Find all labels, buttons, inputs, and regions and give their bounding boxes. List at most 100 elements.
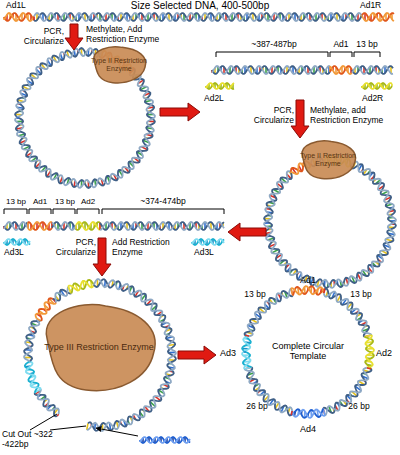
linear-dna (212, 66, 393, 74)
adapter-label: Ad3 (220, 348, 242, 358)
base-pair (324, 289, 325, 294)
step-arrow (228, 223, 266, 241)
helix-segment (330, 66, 352, 74)
length-label: ~374-474bp (118, 197, 208, 207)
step-label: PCR, Circularize (4, 27, 64, 47)
helix-segment (140, 437, 190, 443)
helix-segment (34, 13, 362, 21)
backbone-strand (100, 222, 224, 230)
bracket (4, 209, 27, 214)
step-label: Cut Out ~322 -422bp (2, 430, 64, 450)
helix-segment (15, 48, 103, 118)
helix-segment (53, 287, 71, 303)
enzyme-label: Type II Restriction Enzyme (296, 138, 360, 182)
backbone-strand (291, 286, 324, 294)
base-pair (367, 368, 372, 369)
backbone-strand (4, 222, 28, 230)
enzyme-blob: Type II Restriction Enzyme (296, 138, 360, 182)
helix-segment (365, 335, 374, 369)
length-label: 26 bp (344, 402, 374, 412)
circular-dna (24, 279, 176, 431)
length-label: ~387-487bp (236, 40, 312, 50)
helix-segment (362, 13, 394, 21)
base-pair (27, 222, 29, 228)
backbone-strand (212, 66, 330, 74)
dna-helices (4, 13, 396, 443)
brackets (4, 52, 380, 214)
length-label: 13 bp (52, 197, 78, 206)
backbone-strand (330, 66, 352, 74)
backbone-strand (140, 437, 190, 443)
helix-segment (264, 162, 396, 288)
backbone-strand (242, 335, 251, 352)
backbone-strand (362, 13, 394, 21)
backbone-strand (206, 83, 234, 89)
backbone-strand (362, 13, 394, 21)
circular-dna (242, 286, 374, 418)
adapter-label: Ad2L (204, 94, 236, 104)
backbone-strand (292, 409, 325, 417)
blob-outline (302, 141, 356, 179)
adapter-label: Ad1L (6, 1, 36, 11)
helix-segment (25, 361, 41, 393)
backbone-strand (212, 66, 330, 74)
helix-segment (76, 222, 100, 230)
linear-dna (4, 239, 30, 245)
enzyme-blob: Type III Restriction Enzyme (34, 298, 164, 398)
backbone-strand (16, 48, 103, 118)
backbone-strand (330, 66, 352, 74)
backbone-strand (68, 281, 94, 290)
length-label: 13 bp (240, 290, 270, 300)
backbone-strand (100, 222, 224, 230)
backbone-strand (352, 66, 393, 74)
adapter-label: Ad3L (4, 248, 34, 258)
backbone-strand (362, 83, 392, 89)
length-label: 13 bp (352, 40, 382, 50)
backbone-strand (243, 336, 250, 352)
base-pair (57, 414, 58, 416)
backbone-strand (36, 302, 56, 318)
linear-dna (4, 13, 394, 21)
step-arrow (178, 346, 216, 364)
step-label: Methylate, Add Restriction Enzyme (86, 25, 168, 45)
length-label: 13 bp (2, 197, 30, 206)
backbone-strand (192, 239, 224, 245)
length-label: 26 bp (242, 402, 272, 412)
helix-segment (206, 83, 234, 89)
backbone-strand (4, 239, 30, 245)
adapter-label: Ad1 (295, 275, 321, 285)
enzyme-blob: Type II Restriction Enzyme (88, 44, 150, 86)
template-circle: Complete Circular Template (262, 330, 354, 374)
bracket (53, 209, 75, 214)
helix-segment (28, 222, 52, 230)
insert-arrow (96, 428, 138, 436)
step-arrow (160, 103, 200, 121)
backbone-strand (52, 222, 76, 230)
helix-segment (242, 352, 251, 369)
leader-line (30, 414, 57, 430)
step-arrow (65, 24, 83, 50)
helix-segment (24, 318, 41, 361)
template-label: Complete Circular Template (262, 330, 354, 374)
backbone-strand (4, 13, 34, 21)
linear-dna (192, 239, 224, 245)
helix-segment (264, 171, 292, 222)
helix-segment (291, 286, 325, 295)
step-label: PCR, Circularize (34, 238, 96, 258)
bracket (29, 209, 51, 214)
step-label: PCR, Circularize (240, 106, 294, 126)
backbone-strand (206, 83, 234, 89)
base-pair (27, 222, 29, 228)
backbone-strand (362, 83, 392, 89)
adapter-label: Ad2 (376, 348, 400, 358)
backbone-strand (34, 13, 362, 21)
helix-segment (352, 66, 393, 74)
backbone-strand (52, 222, 76, 230)
step-label: Add Restriction Enzyme (112, 238, 190, 258)
backbone-strand (264, 172, 292, 222)
backbone-strand (265, 171, 291, 222)
helix-segment (4, 13, 34, 21)
backbone-strand (4, 239, 30, 245)
